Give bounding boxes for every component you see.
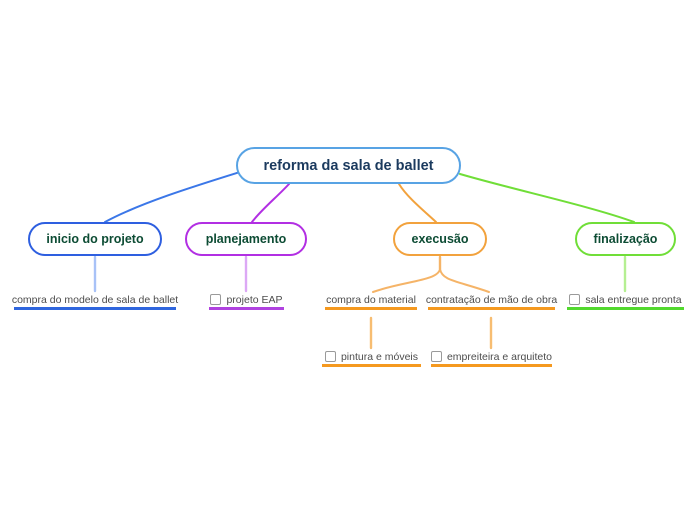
leaf-node-pintura-e-moveis[interactable]: pintura e móveis <box>322 351 421 367</box>
leaf-node-contratacao-mao-de-obra[interactable]: contratação de mão de obra <box>425 293 558 310</box>
mindmap-root-node[interactable]: reforma da sala de ballet <box>236 147 461 184</box>
connector-execusao-material <box>372 268 441 293</box>
connector-root-execusao <box>398 183 437 223</box>
leaf-label: compra do modelo de sala de ballet <box>11 293 179 306</box>
leaf-node-empreiteira-e-arquiteto[interactable]: empreiteira e arquiteto <box>430 350 553 367</box>
leaf-node-projeto-eap[interactable]: projeto EAP <box>209 294 284 310</box>
branch-node-label: finalização <box>593 232 658 246</box>
leaf-label: empreiteira e arquiteto <box>446 350 553 363</box>
checkbox-icon[interactable] <box>430 351 442 362</box>
branch-node-planejamento[interactable]: planejamento <box>185 222 307 256</box>
leaf-label: projeto EAP <box>226 293 283 306</box>
leaf-label: sala entregue pronta <box>585 293 682 306</box>
branch-node-finalizacao[interactable]: finalização <box>575 222 676 256</box>
branch-node-inicio-do-projeto[interactable]: inicio do projeto <box>28 222 162 256</box>
leaf-node-compra-do-modelo[interactable]: compra do modelo de sala de ballet <box>11 293 179 310</box>
leaf-label: pintura e móveis <box>340 350 419 363</box>
connector-root-finalizacao <box>459 173 635 223</box>
root-node-label: reforma da sala de ballet <box>263 157 434 174</box>
connector-execusao-contratacao <box>439 268 490 293</box>
checkbox-icon[interactable] <box>324 351 336 362</box>
checkbox-icon[interactable] <box>210 294 222 305</box>
connector-root-planejamento <box>251 183 290 223</box>
leaf-node-compra-do-material[interactable]: compra do material <box>325 294 417 310</box>
leaf-label: contratação de mão de obra <box>425 293 558 306</box>
branch-node-label: inicio do projeto <box>46 232 144 246</box>
branch-node-execusao[interactable]: execusão <box>393 222 487 256</box>
leaf-node-sala-entregue-pronta[interactable]: sala entregue pronta <box>567 294 684 310</box>
branch-node-label: planejamento <box>205 232 287 246</box>
branch-node-label: execusão <box>411 232 469 246</box>
connector-root-inicio <box>104 171 241 223</box>
checkbox-icon[interactable] <box>569 294 581 305</box>
leaf-label: compra do material <box>326 293 416 306</box>
